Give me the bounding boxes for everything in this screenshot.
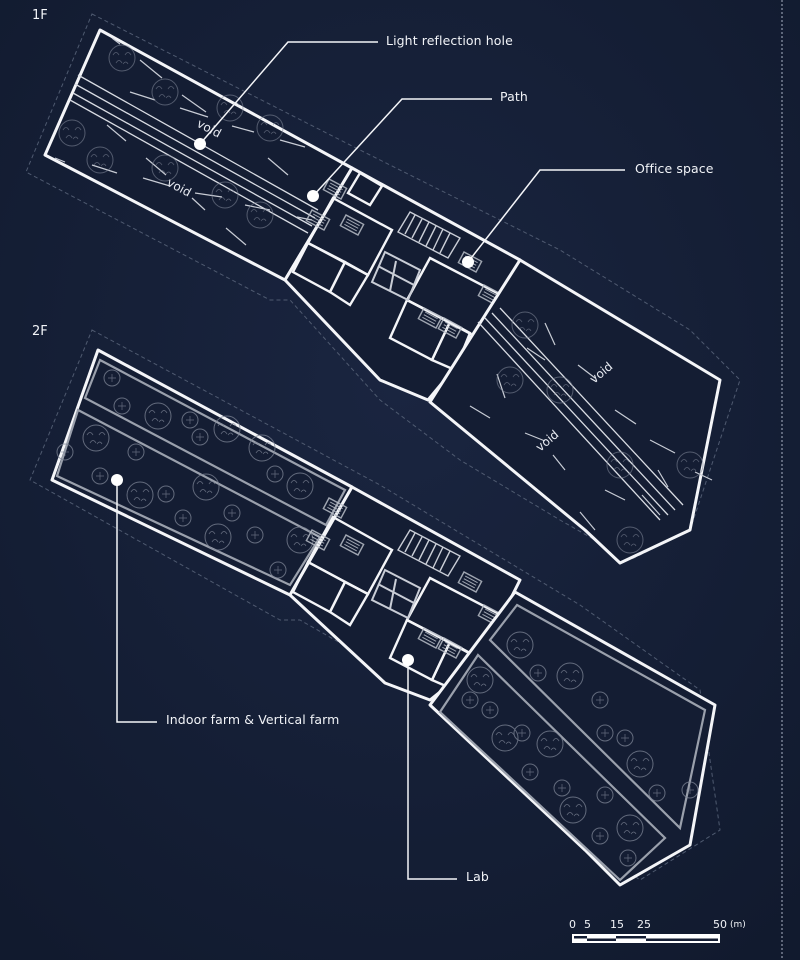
callout-lines <box>116 41 625 880</box>
floor-label-2f: 2F <box>32 324 48 339</box>
scale-tick-5: 5 <box>584 918 591 931</box>
floor-plan-1f: void void <box>25 13 741 565</box>
indoor-farm-marker <box>111 474 123 486</box>
callout-office-space: Office space <box>635 161 714 176</box>
scale-tick-0: 0 <box>569 918 576 931</box>
path-marker <box>307 190 319 202</box>
callout-dots <box>111 138 474 666</box>
floor-plan-2f <box>29 329 721 887</box>
scale-unit: (m) <box>730 920 746 930</box>
scale-tick-15: 15 <box>610 918 624 931</box>
callout-lab: Lab <box>466 869 489 884</box>
callout-light-reflection-hole: Light reflection hole <box>386 33 513 48</box>
lab-marker <box>402 654 414 666</box>
callout-path: Path <box>500 89 528 104</box>
scale-bar <box>572 934 720 943</box>
floor-label-1f: 1F <box>32 8 48 23</box>
office-space-marker <box>462 256 474 268</box>
scale-tick-25: 25 <box>637 918 651 931</box>
scale-tick-50: 50 <box>713 918 727 931</box>
light-reflection-hole-marker <box>194 138 206 150</box>
callout-indoor-farm: Indoor farm & Vertical farm <box>166 712 340 727</box>
